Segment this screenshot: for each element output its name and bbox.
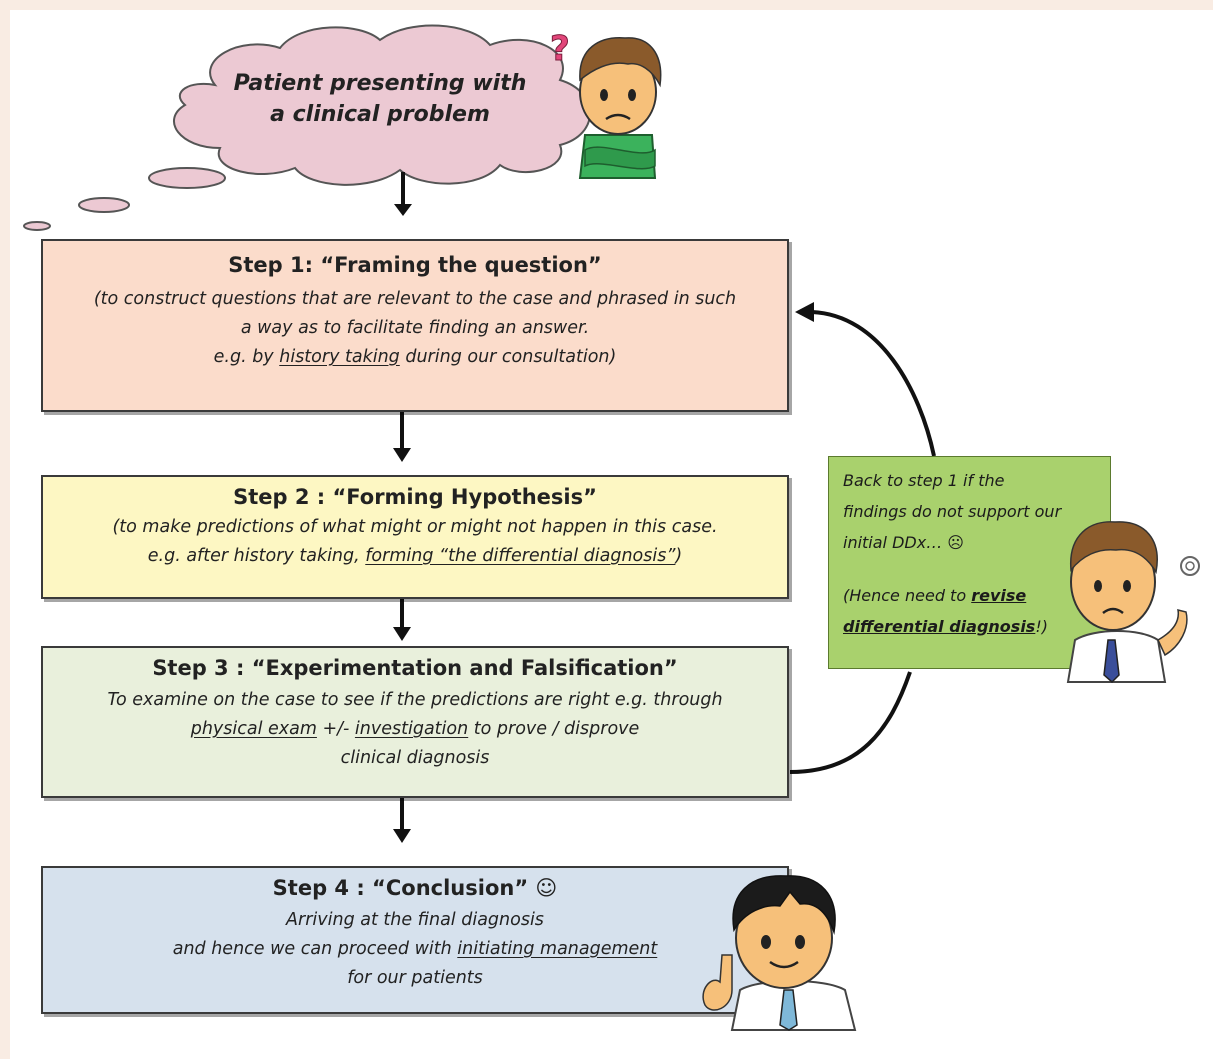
thought-cloud-icon	[23, 24, 591, 231]
step-2-line-2-post: )	[675, 546, 683, 566]
step-4-line-1: Arriving at the final diagnosis	[286, 910, 544, 930]
physical-exam-text: physical exam	[190, 719, 317, 739]
step-3-description: To examine on the case to see if the pre…	[43, 686, 787, 773]
cloud-line-2: a clinical problem	[270, 102, 490, 127]
step-1-box: Step 1: “Framing the question” (to const…	[41, 239, 789, 412]
step-4-box: Step 4 : “Conclusion” ☺ Arriving at the …	[41, 866, 789, 1014]
cloud-text: Patient presenting with a clinical probl…	[220, 68, 540, 130]
step-1-line-1: (to construct questions that are relevan…	[93, 289, 737, 309]
step-2-title: Step 2 : “Forming Hypothesis”	[233, 485, 597, 509]
step-4-line-2-pre: and hence we can proceed with	[172, 939, 458, 959]
step-4-title: Step 4 : “Conclusion” ☺	[272, 876, 558, 900]
step-2-box: Step 2 : “Forming Hypothesis” (to make p…	[41, 475, 789, 599]
step-1-description: (to construct questions that are relevan…	[43, 285, 787, 372]
step-1-title: Step 1: “Framing the question”	[228, 253, 602, 277]
step-3-line-2-post: to prove / disprove	[468, 719, 640, 739]
step-3-line-3: clinical diagnosis	[340, 748, 490, 768]
step-2-line-2: e.g. after history taking, forming “the …	[43, 542, 787, 571]
step-1-line-2: a way as to facilitate finding an answer…	[240, 318, 590, 338]
confused-patient-icon: ?	[550, 29, 662, 179]
loop-back-note: Back to step 1 if the findings do not su…	[828, 456, 1111, 669]
svg-text:?: ?	[550, 29, 570, 69]
step-3-line-2: physical exam +/- investigation to prove…	[43, 715, 787, 744]
step-3-line-1: To examine on the case to see if the pre…	[107, 690, 723, 710]
note-line-2: findings do not support our	[843, 502, 1062, 521]
note-line-5-post: !)	[1035, 617, 1048, 636]
note-line-1: Back to step 1 if the	[843, 471, 1005, 490]
step-4-description: Arriving at the final diagnosis and henc…	[43, 906, 787, 993]
history-taking-text: history taking	[279, 347, 400, 367]
step-3-title: Step 3 : “Experimentation and Falsificat…	[152, 656, 678, 680]
step-4-line-3: for our patients	[347, 968, 483, 988]
step-3-box: Step 3 : “Experimentation and Falsificat…	[41, 646, 789, 798]
cloud-line-1: Patient presenting with	[233, 71, 527, 96]
investigation-text: investigation	[354, 719, 469, 739]
step-4-line-2: and hence we can proceed with initiating…	[43, 935, 787, 964]
loop-back-arrow-icon	[789, 302, 936, 774]
step-1-line-3-pre: e.g. by	[213, 347, 280, 367]
differential-diagnosis-bold-text: differential diagnosis	[843, 617, 1036, 636]
note-line-3: initial DDx… ☹	[843, 533, 964, 552]
step-1-line-3-post: during our consultation)	[399, 347, 617, 367]
note-line-4: (Hence need to revise	[843, 580, 1096, 611]
initiating-management-text: initiating management	[457, 939, 658, 959]
step-1-line-3: e.g. by history taking during our consul…	[43, 343, 787, 372]
step-2-description: (to make predictions of what might or mi…	[43, 513, 787, 571]
step-2-line-1: (to make predictions of what might or mi…	[112, 517, 718, 537]
revise-text: revise	[971, 586, 1027, 605]
note-line-5: differential diagnosis!)	[843, 611, 1096, 642]
step-2-line-2-pre: e.g. after history taking,	[147, 546, 366, 566]
note-line-4-pre: (Hence need to	[843, 586, 972, 605]
differential-diagnosis-text: forming “the differential diagnosis”	[365, 546, 676, 566]
step-3-line-2-mid: +/-	[316, 719, 355, 739]
